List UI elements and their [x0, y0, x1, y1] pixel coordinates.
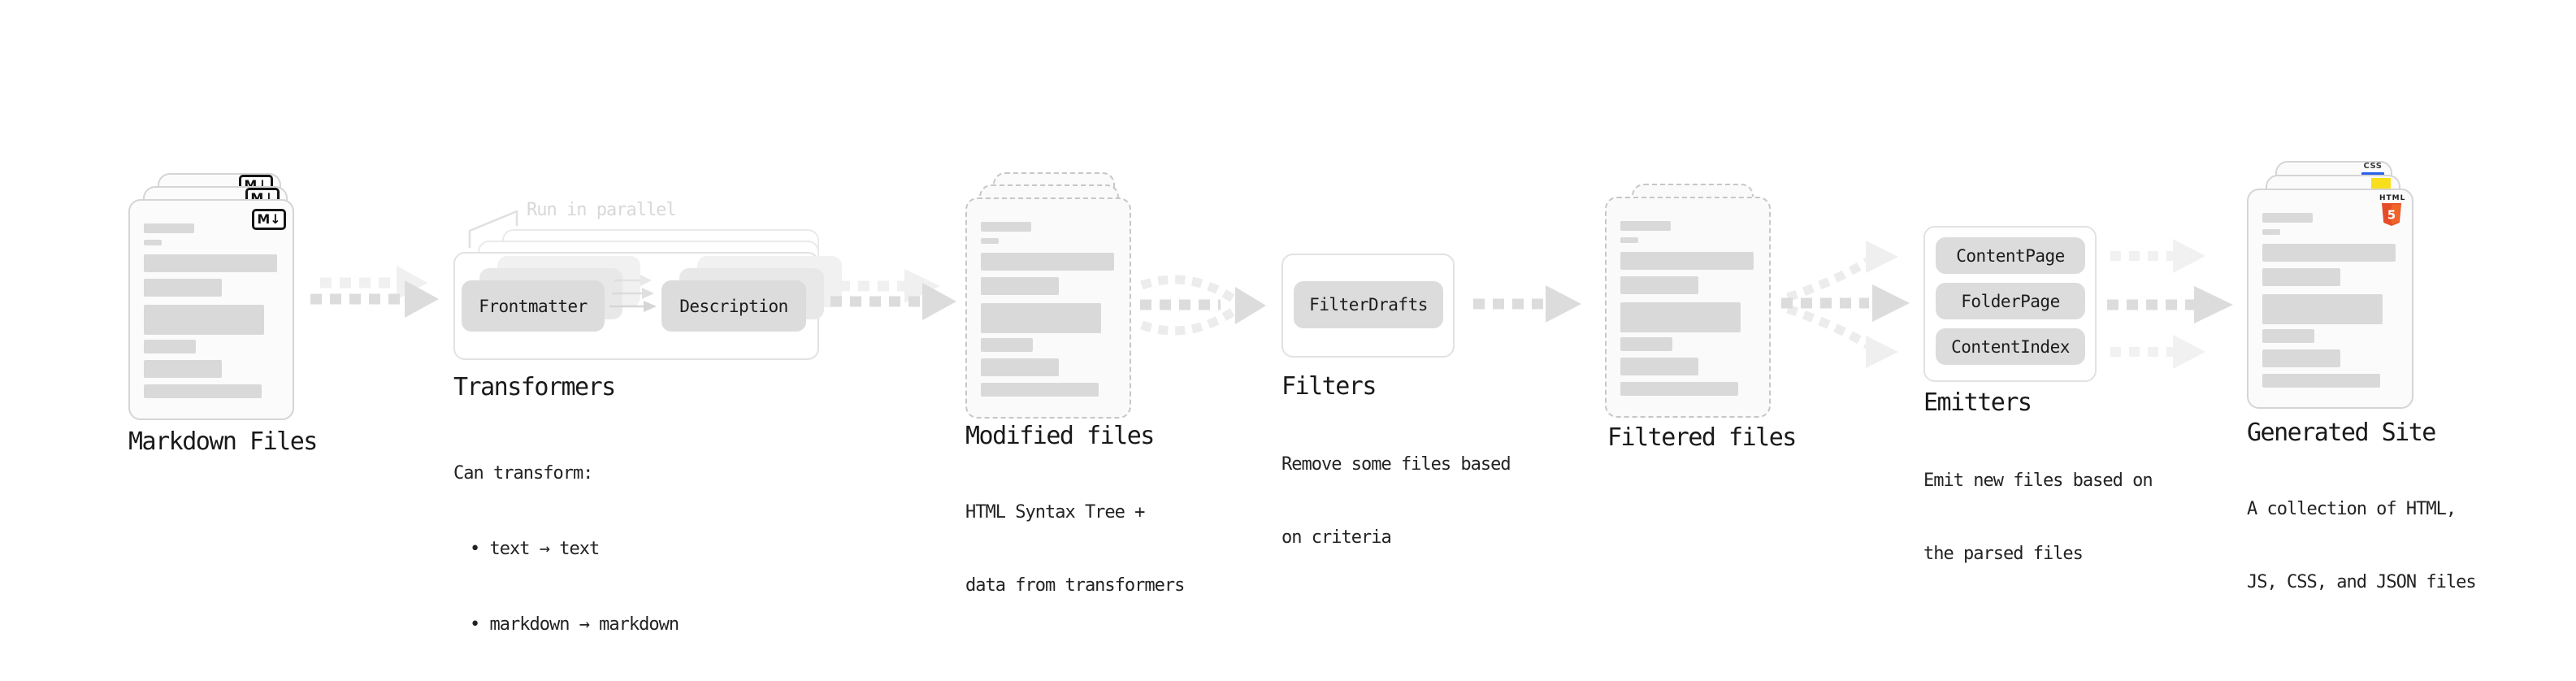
file-card-front [965, 197, 1131, 419]
stage-label-filters: Filters [1281, 372, 1377, 401]
desc-line: the parsed files [1923, 544, 2084, 564]
placeholder-bar [1620, 358, 1698, 375]
html5-shield: 5 [2382, 203, 2401, 226]
placeholder-bar [2262, 349, 2340, 367]
desc-line: HTML Syntax Tree + [965, 502, 1145, 523]
arrow-markdown-to-transformers [310, 266, 439, 318]
arrow-filters-to-filtered [1473, 285, 1581, 323]
placeholder-bar [1620, 221, 1671, 231]
arrow-modified-to-filters-converge [1140, 275, 1266, 336]
placeholder-bar [1620, 382, 1738, 396]
placeholder-bar [144, 384, 262, 398]
placeholder-bar [2262, 244, 2396, 262]
desc-line: • markdown → markdown [470, 614, 679, 635]
content-placeholder-bars [144, 223, 277, 398]
desc-line: • text → text [470, 539, 600, 559]
css-icon-label: CSS [2363, 162, 2383, 171]
folderpage-pill: FolderPage [1936, 283, 2085, 319]
placeholder-bar [1620, 302, 1741, 332]
desc-line: on criteria [1281, 527, 1392, 548]
placeholder-bar [2262, 268, 2340, 286]
placeholder-bar [144, 223, 194, 233]
stage-desc-emitters: Emit new files based on the parsed files [1923, 420, 2153, 615]
contentpage-pill: ContentPage [1936, 237, 2085, 274]
filterdrafts-pill: FilterDrafts [1294, 281, 1443, 328]
placeholder-bar [2262, 229, 2280, 235]
placeholder-bar [2262, 213, 2313, 223]
run-in-parallel-note: Run in parallel [527, 200, 677, 220]
placeholder-bar [144, 340, 196, 354]
placeholder-bar [981, 238, 999, 244]
content-placeholder-bars [981, 222, 1114, 397]
description-pill: Description [661, 280, 806, 332]
desc-line: data from transformers [965, 575, 1185, 596]
desc-line: A collection of HTML, [2247, 499, 2457, 519]
desc-line: Can transform: [453, 463, 593, 484]
placeholder-bar [981, 253, 1114, 271]
placeholder-bar [1620, 337, 1672, 351]
content-placeholder-bars [1620, 221, 1754, 396]
file-card-front: M↓ [128, 199, 294, 420]
stage-desc-modified-files: HTML Syntax Tree + data from transformer… [965, 452, 1185, 647]
file-card-front: HTML 5 [2247, 189, 2413, 409]
placeholder-bar [144, 240, 162, 245]
arrow-filtered-to-emitters-diverge [1781, 241, 1910, 368]
placeholder-bar [981, 358, 1059, 376]
content-placeholder-bars [2262, 213, 2396, 388]
css-icon: CSS [2361, 163, 2384, 176]
stage-label-transformers: Transformers [453, 373, 616, 401]
placeholder-bar [1620, 237, 1638, 243]
placeholder-bar [2262, 329, 2314, 343]
arrow-transformers-to-modified [830, 269, 956, 320]
stage-label-filtered-files: Filtered files [1607, 423, 1797, 452]
placeholder-bar [981, 338, 1033, 352]
desc-line: JS, CSS, and JSON files [2247, 572, 2477, 592]
desc-line: Emit new files based on [1923, 471, 2153, 491]
markdown-icon: M↓ [252, 209, 286, 230]
html5-icon: HTML 5 [2379, 194, 2406, 229]
stage-label-emitters: Emitters [1923, 388, 2032, 417]
stage-label-generated-site: Generated Site [2247, 419, 2436, 447]
stage-desc-filters: Remove some files based on criteria [1281, 404, 1511, 599]
css-icon-bar [2361, 172, 2384, 176]
placeholder-bar [144, 360, 222, 378]
placeholder-bar [2262, 374, 2380, 388]
placeholder-bar [981, 277, 1059, 295]
html5-icon-label: HTML [2379, 194, 2406, 202]
placeholder-bar [1620, 252, 1754, 270]
placeholder-bar [144, 254, 277, 272]
placeholder-bar [981, 222, 1031, 232]
placeholder-bar [1620, 276, 1698, 294]
file-card-front [1605, 197, 1771, 418]
arrow-emitters-to-site [2107, 239, 2233, 369]
desc-line: Remove some files based [1281, 454, 1511, 475]
placeholder-bar [144, 305, 264, 335]
stage-desc-generated-site: A collection of HTML, JS, CSS, and JSON … [2247, 449, 2477, 644]
svg-text:5: 5 [2387, 208, 2396, 223]
frontmatter-pill: Frontmatter [462, 280, 605, 332]
stage-label-markdown-files: Markdown Files [128, 427, 318, 456]
placeholder-bar [144, 279, 222, 297]
stage-label-modified-files: Modified files [965, 422, 1155, 450]
stage-desc-transformers: Can transform: • text → text • markdown … [453, 410, 679, 681]
placeholder-bar [981, 303, 1101, 333]
contentindex-pill: ContentIndex [1936, 328, 2085, 365]
placeholder-bar [2262, 294, 2383, 324]
placeholder-bar [981, 383, 1099, 397]
